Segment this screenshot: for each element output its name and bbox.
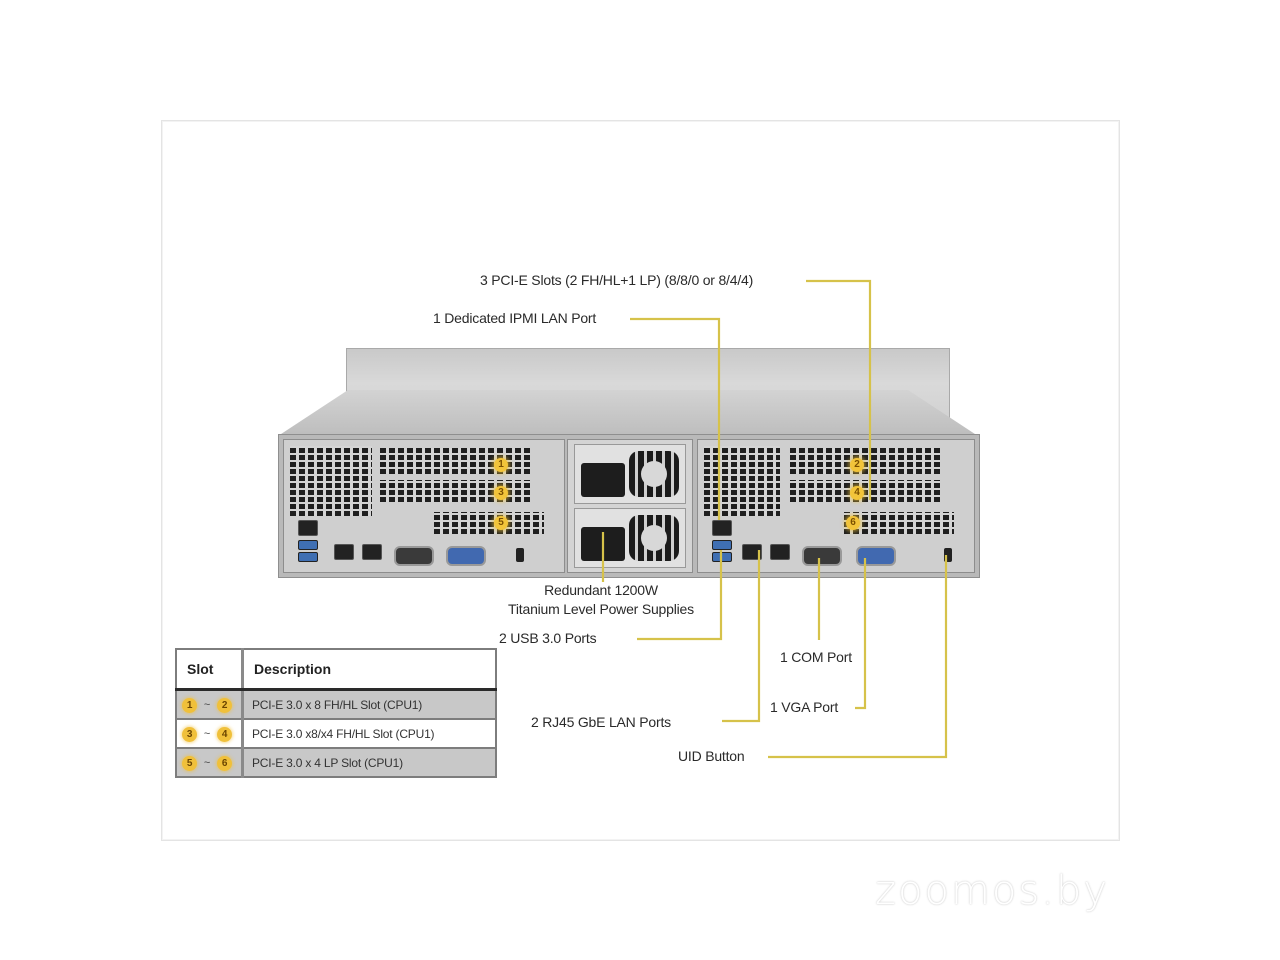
slot-badge-5: 5	[494, 516, 508, 530]
header-description: Description	[242, 649, 496, 691]
slot-badge-2: 2	[850, 458, 864, 472]
slot-description-cell: PCI-E 3.0 x8/x4 FH/HL Slot (CPU1)	[242, 719, 496, 749]
left-usb-port-1	[298, 540, 318, 550]
psu-fan-icon	[629, 515, 679, 561]
pcie-slot-2-bracket	[790, 448, 940, 474]
right-usb-port-1	[712, 540, 732, 550]
table-row: 1 ~2 PCI-E 3.0 x 8 FH/HL Slot (CPU1)	[176, 689, 496, 720]
range-separator: ~	[203, 727, 211, 740]
right-ipmi-port	[712, 520, 732, 536]
slot-description-table: Slot Description 1 ~2 PCI-E 3.0 x 8 FH/HL…	[175, 648, 497, 778]
slot-badge-3: 3	[494, 486, 508, 500]
callout-com-port: 1 COM Port	[780, 649, 852, 665]
chassis-rear-bevel	[278, 390, 978, 436]
right-usb-port-2	[712, 552, 732, 562]
table-header-row: Slot Description	[176, 649, 496, 691]
right-vga-port	[856, 546, 896, 566]
slot-badge-1: 1	[494, 458, 508, 472]
left-com-port	[394, 546, 434, 566]
range-separator: ~	[203, 698, 211, 711]
callout-uid-button: UID Button	[678, 748, 745, 764]
left-uid-button	[516, 548, 524, 562]
pcie-slot-5-bracket	[434, 512, 544, 534]
slot-chip: 5	[182, 755, 197, 771]
range-separator: ~	[203, 756, 211, 769]
slot-range-cell: 1 ~2	[176, 689, 244, 720]
slot-chip: 6	[217, 755, 232, 771]
left-lan-port-1	[334, 544, 354, 560]
power-socket-icon	[581, 463, 625, 497]
right-com-port	[802, 546, 842, 566]
table-row: 5 ~6 PCI-E 3.0 x 4 LP Slot (CPU1)	[176, 748, 496, 778]
pcie-slot-3-bracket	[380, 480, 530, 502]
slot-chip: 4	[217, 726, 232, 742]
chassis-rear-panel: 1 3 5 2 4 6	[278, 434, 980, 578]
pcie-slot-1-bracket	[380, 448, 530, 474]
left-lan-port-2	[362, 544, 382, 560]
callout-psu-line2: Titanium Level Power Supplies	[508, 601, 694, 617]
right-uid-button	[944, 548, 952, 562]
header-slot: Slot	[176, 649, 244, 691]
power-supply-bay	[567, 439, 693, 573]
slot-chip: 3	[182, 726, 197, 742]
right-node-io-vent	[704, 446, 780, 516]
right-lan-port-1	[742, 544, 762, 560]
right-lan-port-2	[770, 544, 790, 560]
watermark-logo: zoomos.by	[875, 868, 1109, 914]
slot-description-cell: PCI-E 3.0 x 8 FH/HL Slot (CPU1)	[242, 689, 496, 720]
callout-lan-ports: 2 RJ45 GbE LAN Ports	[531, 714, 671, 730]
left-vga-port	[446, 546, 486, 566]
slot-badge-6: 6	[846, 516, 860, 530]
slot-badge-4: 4	[850, 486, 864, 500]
slot-description-cell: PCI-E 3.0 x 4 LP Slot (CPU1)	[242, 748, 496, 778]
left-node-io-vent	[290, 446, 372, 516]
callout-ipmi-port: 1 Dedicated IPMI LAN Port	[433, 310, 597, 326]
callout-usb-ports: 2 USB 3.0 Ports	[499, 630, 597, 646]
power-socket-icon	[581, 527, 625, 561]
slot-range-cell: 3 ~4	[176, 719, 244, 749]
psu-fan-icon	[629, 451, 679, 497]
left-node: 1 3 5	[283, 439, 565, 573]
power-supply-2	[574, 508, 686, 568]
slot-range-cell: 5 ~6	[176, 748, 244, 778]
table-row: 3 ~4 PCI-E 3.0 x8/x4 FH/HL Slot (CPU1)	[176, 719, 496, 749]
callout-power-supplies: Redundant 1200W Titanium Level Power Sup…	[470, 581, 732, 619]
pcie-slot-4-bracket	[790, 480, 940, 502]
slot-chip: 2	[217, 697, 232, 713]
callout-pcie-slots: 3 PCI-E Slots (2 FH/HL+1 LP) (8/8/0 or 8…	[480, 272, 754, 288]
callout-psu-line1: Redundant 1200W	[544, 582, 658, 598]
right-node: 2 4 6	[697, 439, 975, 573]
slot-chip: 1	[182, 697, 197, 713]
power-supply-1	[574, 444, 686, 504]
callout-vga-port: 1 VGA Port	[770, 699, 839, 715]
pcie-slot-6-bracket	[844, 512, 954, 534]
left-ipmi-port	[298, 520, 318, 536]
left-usb-port-2	[298, 552, 318, 562]
